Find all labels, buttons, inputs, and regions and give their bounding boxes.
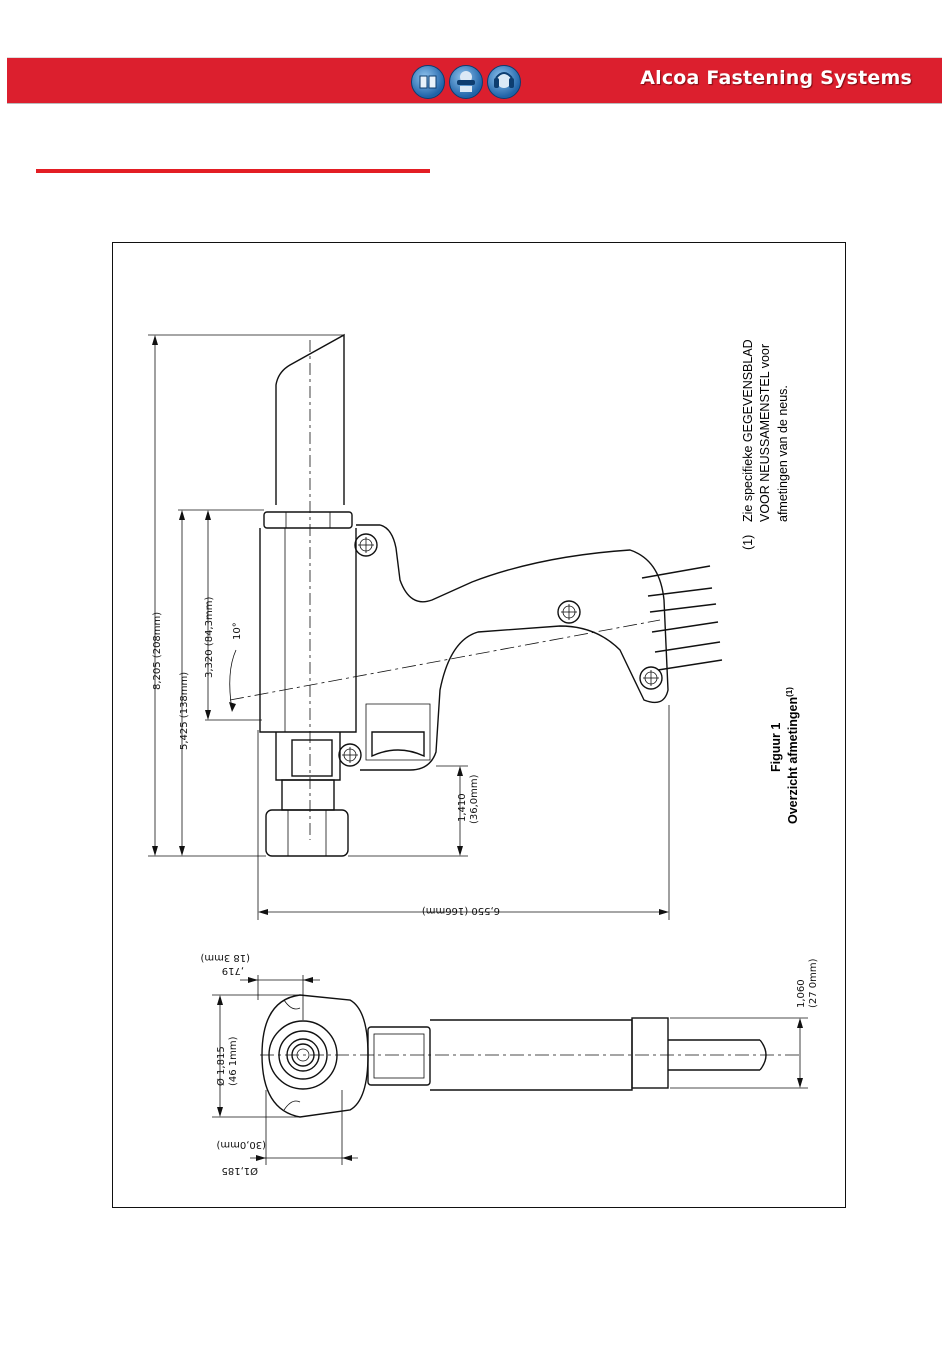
dim-end-offset-in: ,719 bbox=[222, 965, 244, 976]
note-line-3: afmetingen van de neus. bbox=[776, 385, 790, 522]
note-number: (1) bbox=[741, 535, 755, 550]
dim-angle: 10° bbox=[232, 622, 243, 640]
dim-outer-dia-in: Ø 1,815 bbox=[215, 1046, 227, 1086]
caption-subtitle-text: Overzicht afmetingen bbox=[786, 697, 800, 824]
dim-upper-section: 3,320 (84,3mm) bbox=[204, 597, 215, 678]
dim-overall-length: 6,550 (166mm) bbox=[422, 905, 500, 916]
dim-outer-dia-mm: (46 1mm) bbox=[228, 1036, 239, 1086]
note-line-2: VOOR NEUSSAMENSTEL voor bbox=[758, 344, 772, 522]
caption-subtitle: Overzicht afmetingen(1) bbox=[785, 687, 800, 824]
screw-bottom bbox=[339, 744, 361, 766]
caption-title: Figuur 1 bbox=[769, 723, 783, 772]
note-line-1: Zie specifieke GEGEVENSBLAD bbox=[741, 339, 755, 522]
caption-superscript: (1) bbox=[785, 687, 794, 697]
figure-note: (1) Zie specifieke GEGEVENSBLAD VOOR NEU… bbox=[741, 339, 790, 550]
dim-overall-height: 8,205 (208mm) bbox=[152, 612, 163, 690]
dim-handle-in: 1,060 bbox=[796, 979, 807, 1008]
dim-lower-height: 5,425 (138mm) bbox=[179, 672, 190, 750]
side-view: 8,205 (208mm) 5,425 (138mm) 3,320 (84,3m… bbox=[148, 335, 722, 920]
screw-handle bbox=[640, 667, 662, 689]
dim-nose-offset-in: 1,410 bbox=[457, 793, 468, 822]
dim-end-offset-mm: (18 3mm) bbox=[200, 952, 250, 963]
dim-nose-dia-in: Ø1,185 bbox=[222, 1165, 259, 1177]
figure-caption: Figuur 1 Overzicht afmetingen(1) bbox=[769, 687, 800, 824]
end-view: ,719 (18 3mm) Ø 1,815 (46 1mm) Ø1,185 (3… bbox=[200, 952, 819, 1177]
screw-middle bbox=[558, 601, 580, 623]
dim-nose-offset-mm: (36,0mm) bbox=[469, 774, 480, 824]
dim-nose-dia-mm: (30,0mm) bbox=[216, 1139, 266, 1150]
screw-top bbox=[355, 534, 377, 556]
dim-handle-mm: (27 0mm) bbox=[808, 958, 819, 1008]
